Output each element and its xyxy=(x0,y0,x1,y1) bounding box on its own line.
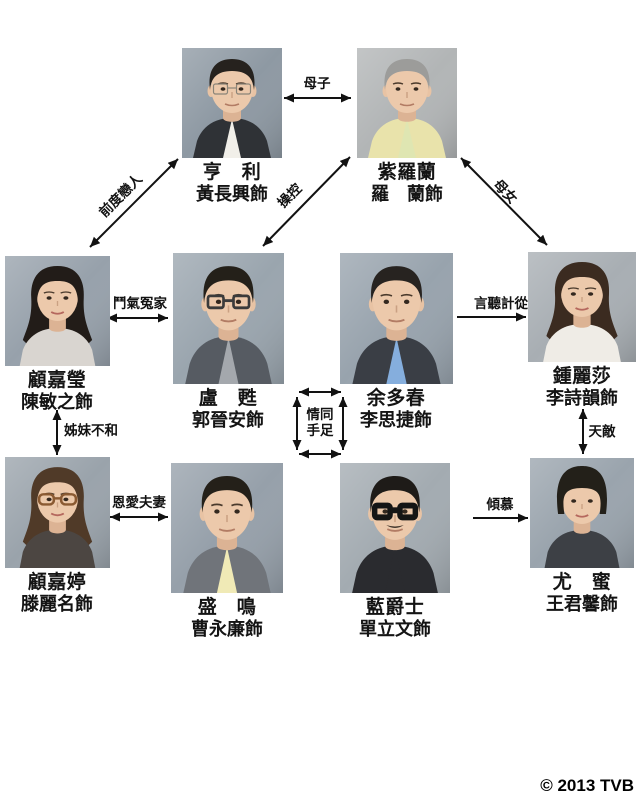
actor-name: 滕麗名飾 xyxy=(21,594,93,614)
portrait-photo xyxy=(357,48,457,158)
actor-name: 陳敏之飾 xyxy=(21,392,93,412)
arrow-ex-lovers xyxy=(89,158,179,248)
character-name: 紫羅蘭 xyxy=(377,162,437,183)
portrait-photo xyxy=(339,253,453,384)
actor-name: 曹永廉飾 xyxy=(191,619,263,639)
portrait-photo xyxy=(172,253,284,384)
actor-name: 李思捷飾 xyxy=(360,410,432,430)
portrait-photo xyxy=(4,457,110,568)
character-name: 盛 鳴 xyxy=(197,597,257,618)
person-card-violet: 紫羅蘭 羅 蘭飾 xyxy=(337,48,477,205)
portrait-photo xyxy=(530,458,634,568)
portrait-photo xyxy=(171,463,283,593)
label-obedient: 言聽計從 xyxy=(474,296,528,311)
label-sisters-discord: 姊妹不和 xyxy=(64,423,118,438)
actor-name: 李詩韻飾 xyxy=(546,388,618,408)
label-bickering-rivals: 鬥氣冤家 xyxy=(113,296,167,311)
person-card-ku-ka-ting: 顧嘉婷 滕麗名飾 xyxy=(0,457,127,615)
person-card-henry: 亨 利 黃長興飾 xyxy=(162,48,302,205)
portrait-photo xyxy=(4,256,110,366)
character-name: 余多春 xyxy=(366,388,426,409)
person-card-yau-mat: 尤 蜜 王君馨飾 xyxy=(512,458,640,615)
label-sworn-brothers-line2: 手足 xyxy=(306,423,334,438)
person-card-yu-to-chun: 余多春 李思捷飾 xyxy=(326,253,466,431)
label-sworn-brothers: 情同 手足 xyxy=(307,407,334,439)
character-name: 顧嘉婷 xyxy=(27,572,87,593)
person-card-ku-ka-ying: 顧嘉瑩 陳敏之飾 xyxy=(0,256,127,413)
person-card-blue-jueshi: 藍爵士 單立文飾 xyxy=(325,463,465,640)
person-card-chung-lai-sa: 鍾麗莎 李詩韻飾 xyxy=(512,252,640,409)
character-name: 藍爵士 xyxy=(365,597,425,618)
actor-name: 郭晉安飾 xyxy=(192,410,264,430)
character-name: 尤 蜜 xyxy=(552,572,612,593)
person-card-lo-so: 盧 甦 郭晉安飾 xyxy=(158,253,298,431)
portrait-photo xyxy=(528,252,636,362)
portrait-photo xyxy=(182,48,282,158)
arrow-manipulates xyxy=(262,156,351,247)
portrait-photo xyxy=(340,463,450,593)
label-sworn-brothers-line1: 情同 xyxy=(306,407,334,422)
person-card-shing-ming: 盛 鳴 曹永廉飾 xyxy=(157,463,297,640)
actor-name: 單立文飾 xyxy=(359,619,431,639)
character-name: 盧 甦 xyxy=(198,388,258,409)
label-mother-son: 母子 xyxy=(303,76,331,91)
label-loving-couple: 恩愛夫妻 xyxy=(112,495,166,510)
copyright-notice: © 2013 TVB xyxy=(540,776,634,795)
character-name: 亨 利 xyxy=(202,162,262,183)
actor-name: 羅 蘭飾 xyxy=(371,184,443,204)
actor-name: 黃長興飾 xyxy=(196,184,268,204)
actor-name: 王君馨飾 xyxy=(546,594,618,614)
label-nemesis: 天敵 xyxy=(588,424,616,439)
label-admires: 傾慕 xyxy=(486,497,514,512)
arrow-mother-daughter xyxy=(460,157,548,246)
character-name: 鍾麗莎 xyxy=(552,366,612,387)
character-name: 顧嘉瑩 xyxy=(27,370,87,391)
